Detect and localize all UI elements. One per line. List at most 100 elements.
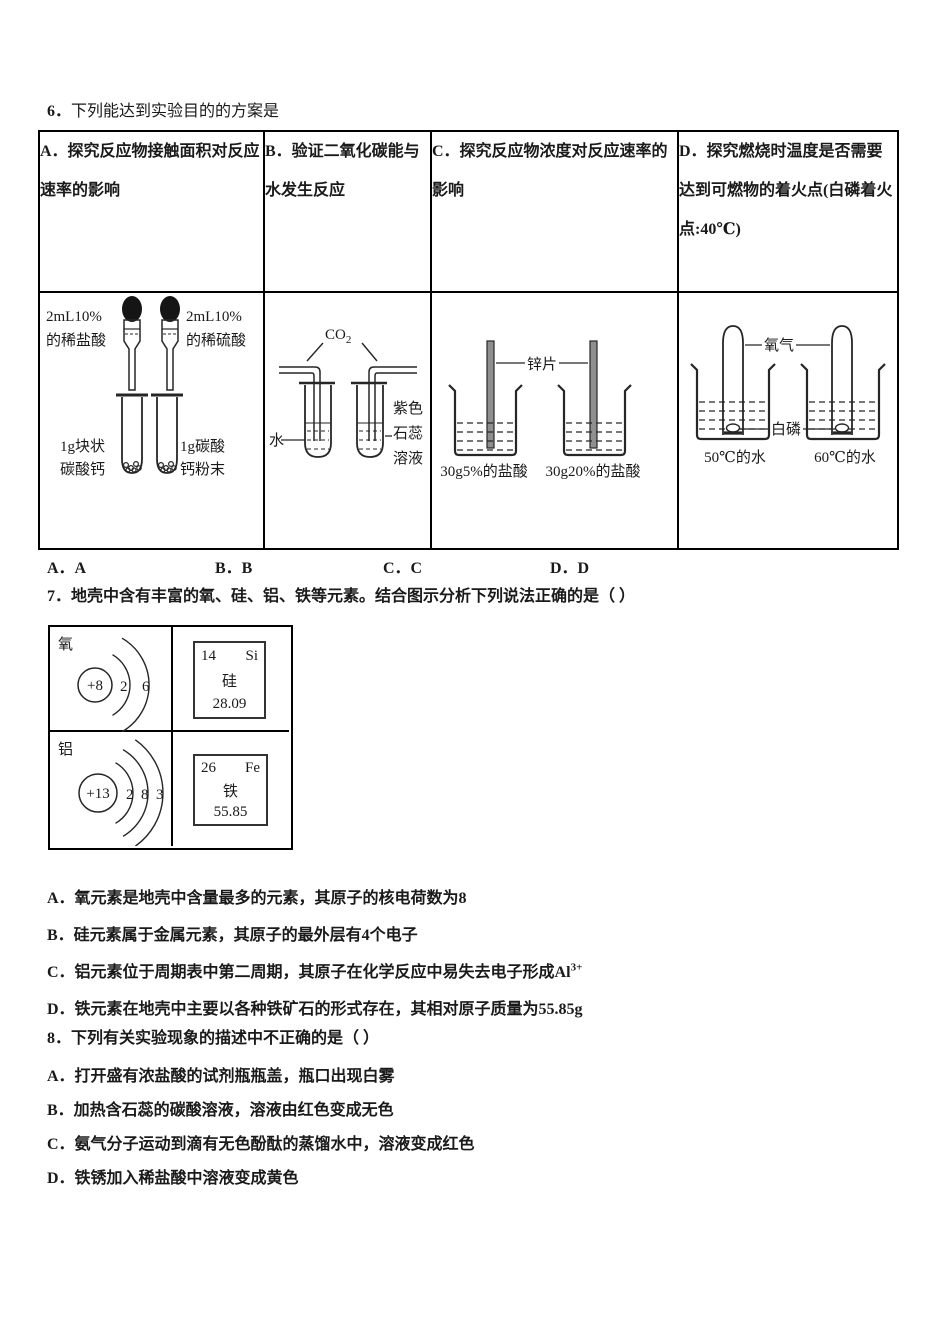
q6-option-table: A．探究反应物接触面积对反应速率的影响 B．验证二氧化碳能与水发生反应 C．探究… — [38, 130, 899, 550]
litmus-label: 石蕊 — [393, 425, 423, 442]
shell-electrons: 8 — [141, 787, 149, 803]
oxygen-label: 氧气 — [764, 337, 794, 354]
q6-choice-c: C．C — [383, 560, 423, 577]
element-symbol: Fe — [245, 759, 260, 776]
iron-element-cell: 26 Fe 铁 55.85 — [173, 732, 289, 846]
q6-diagram-b: CO2 — [263, 291, 432, 550]
nucleus-charge: +8 — [87, 678, 103, 694]
phosphorus-lump-icon — [725, 423, 741, 433]
q6-header-b: B．验证二氧化碳能与水发生反应 — [263, 130, 432, 293]
element-box: 14 Si 硅 28.09 — [193, 641, 266, 719]
q6-statement: 6．下列能达到实验目的的方案是 — [47, 97, 279, 121]
concentration-experiment-diagram: 锌片 30g5%的盐酸 30g20% — [440, 340, 641, 480]
liquid-icon — [457, 422, 514, 451]
solid-left-label: 1g块状 — [60, 438, 105, 455]
liquid-icon — [307, 430, 329, 450]
element-name: 硅 — [221, 673, 237, 690]
acid-concentration-label: 30g5%的盐酸 — [440, 463, 528, 480]
phosphorus-label: 白磷 — [771, 421, 801, 438]
beaker-icon — [800, 363, 886, 441]
contact-area-experiment-diagram: 2mL10% 的稀盐酸 2mL10% 的稀硫酸 1g块状 碳酸钙 1g碳酸 钙粉… — [46, 296, 246, 478]
zinc-label: 锌片 — [527, 356, 557, 373]
atomic-number: 26 — [201, 759, 216, 776]
q6-choice-a: A．A — [47, 560, 87, 577]
solid-particles-icon — [157, 461, 177, 473]
q6-header-c: C．探究反应物浓度对反应速率的影响 — [430, 130, 679, 293]
element-symbol: Si — [245, 647, 258, 664]
aluminum-atom-diagram-icon: 铝 +13 2 8 3 — [58, 739, 164, 847]
q7-option-a: A．氧元素是地壳中含量最多的元素，其原子的核电荷数为8 — [47, 884, 467, 908]
shell-electrons: 3 — [156, 787, 164, 803]
test-tube-icon — [299, 381, 335, 458]
delivery-tube-icon — [279, 366, 321, 441]
q7-option-d: D．铁元素在地壳中主要以各种铁矿石的形式存在，其相对原子质量为55.85g — [47, 995, 583, 1019]
aluminum-atom-cell: 铝 +13 2 8 3 — [50, 732, 173, 847]
litmus-label: 溶液 — [393, 450, 423, 467]
q6-choice-d: D．D — [550, 560, 590, 577]
q8-option-c: C．氨气分子运动到滴有无色酚酞的蒸馏水中，溶液变成红色 — [47, 1136, 475, 1153]
q7-text: 地壳中含有丰富的氧、硅、铝、铁等元素。结合图示分析下列说法正确的是（ ） — [71, 588, 636, 605]
option-text: B．硅元素属于金属元素，其原子的最外层有4个电子 — [47, 927, 418, 944]
dropper-icon — [160, 296, 180, 391]
zinc-strip-icon — [486, 340, 495, 449]
shell-electrons: 6 — [142, 679, 150, 695]
q6-diagram-c: 锌片 30g5%的盐酸 30g20% — [430, 291, 679, 550]
oxygen-atom-cell: 氧 +8 2 6 — [50, 627, 173, 733]
q6-diagram-a: 2mL10% 的稀盐酸 2mL10% 的稀硫酸 1g块状 碳酸钙 1g碳酸 钙粉… — [38, 291, 265, 550]
inverted-test-tube-icon — [722, 325, 744, 435]
co2-water-reaction-diagram: CO2 — [269, 327, 423, 467]
q6-diagram-d: 氧气 白磷 — [677, 291, 899, 550]
beaker-icon — [557, 384, 632, 457]
solid-particles-icon — [122, 461, 142, 473]
shell-electrons: 2 — [120, 679, 128, 695]
q6-header-d: D．探究燃烧时温度是否需要达到可燃物的着火点(白磷着火点:40℃) — [677, 130, 899, 293]
option-text: D．铁元素在地壳中主要以各种铁矿石的形式存在，其相对原子质量为55.85g — [47, 1001, 583, 1018]
q7-statement: 7．地壳中含有丰富的氧、硅、铝、铁等元素。结合图示分析下列说法正确的是（ ） — [47, 582, 635, 606]
q8-statement: 8．下列有关实验现象的描述中不正确的是（ ） — [47, 1024, 379, 1048]
delivery-tube-icon — [368, 366, 417, 441]
solid-left-label: 碳酸钙 — [60, 461, 105, 478]
inverted-test-tube-icon — [831, 325, 853, 435]
acid-concentration-label: 30g20%的盐酸 — [546, 463, 641, 480]
element-name: 铁 — [222, 783, 238, 800]
solid-right-label: 1g碳酸 — [180, 438, 225, 455]
dropper-icon — [122, 296, 142, 391]
atomic-mass: 28.09 — [212, 695, 247, 712]
co2-label: CO2 — [325, 327, 351, 346]
q8-text: 下列有关实验现象的描述中不正确的是（ ） — [71, 1030, 380, 1047]
q8-option-a: A．打开盛有浓盐酸的试剂瓶瓶盖，瓶口出现白雾 — [47, 1068, 395, 1085]
test-tube-icon — [151, 393, 183, 474]
option-text: C．铝元素位于周期表中第二周期，其原子在化学反应中易失去电子形成Al — [47, 964, 571, 981]
q8-number: 8． — [47, 1030, 72, 1047]
ignition-point-experiment-diagram: 氧气 白磷 — [690, 325, 886, 466]
q6-choice-b: B．B — [215, 560, 253, 577]
q7-option-c: C．铝元素位于周期表中第二周期，其原子在化学反应中易失去电子形成Al3+ — [47, 958, 582, 982]
test-tube-icon — [116, 393, 148, 474]
q7-option-b: B．硅元素属于金属元素，其原子的最外层有4个电子 — [47, 921, 418, 945]
phosphorus-lump-icon — [834, 423, 850, 433]
water-label: 水 — [269, 432, 284, 449]
acid-right-label: 2mL10% — [186, 309, 242, 325]
atomic-mass: 55.85 — [213, 803, 248, 820]
acid-right-label: 的稀硫酸 — [186, 332, 246, 349]
element-label: 氧 — [58, 636, 73, 653]
q6-header-a: A．探究反应物接触面积对反应速率的影响 — [38, 130, 265, 293]
beaker-icon — [690, 363, 776, 441]
oxygen-atom-diagram-icon: 氧 +8 2 6 — [58, 636, 150, 733]
element-box: 26 Fe 铁 55.85 — [193, 754, 268, 826]
q8-option-d: D．铁锈加入稀盐酸中溶液变成黄色 — [47, 1170, 299, 1187]
option-superscript: 3+ — [570, 961, 583, 974]
q7-number: 7． — [47, 588, 72, 605]
litmus-label: 紫色 — [393, 400, 423, 417]
nucleus-charge: +13 — [86, 786, 109, 802]
q6-text: 下列能达到实验目的的方案是 — [71, 103, 280, 120]
q8-option-b: B．加热含石蕊的碳酸溶液，溶液由红色变成无色 — [47, 1102, 394, 1119]
acid-left-label: 的稀盐酸 — [46, 332, 106, 349]
water-temp-label: 60℃的水 — [814, 449, 876, 466]
option-text: A．氧元素是地壳中含量最多的元素，其原子的核电荷数为8 — [47, 890, 467, 907]
q6-number: 6． — [47, 103, 72, 120]
solid-right-label: 钙粉末 — [180, 461, 225, 478]
atomic-number: 14 — [201, 647, 216, 664]
